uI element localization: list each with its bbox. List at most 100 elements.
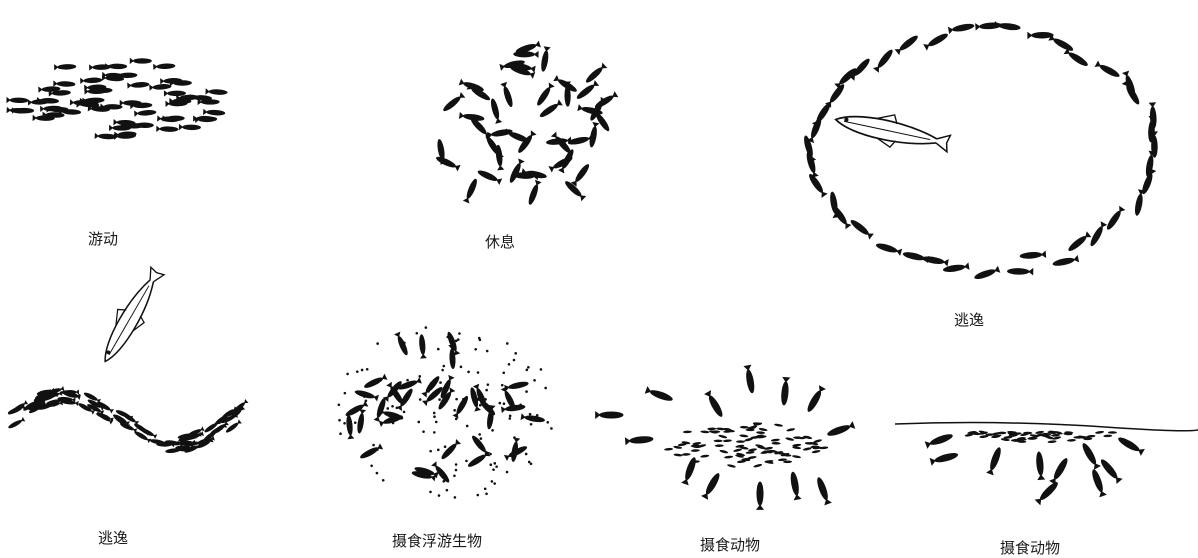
fish-silhouette — [6, 97, 28, 104]
plankton-dot — [506, 342, 509, 345]
prey-fish — [758, 427, 767, 431]
prey-fish — [1067, 439, 1076, 442]
prey-fish — [774, 423, 783, 427]
plankton-dot — [458, 410, 461, 413]
fish-silhouette — [504, 380, 529, 392]
fish-silhouette — [435, 154, 461, 171]
fish-silhouette — [588, 122, 600, 148]
attacking-fish — [1090, 468, 1107, 497]
fish-silhouette — [1066, 231, 1091, 253]
prey-fish — [716, 427, 725, 430]
fish-silhouette — [521, 413, 546, 424]
attacking-fish — [1116, 435, 1145, 456]
fish-silhouette — [834, 66, 858, 89]
attacking-fish — [595, 411, 623, 419]
fish-silhouette — [873, 48, 895, 73]
prey-fish — [756, 431, 765, 434]
prey-fish — [707, 427, 716, 430]
plankton-dot — [519, 403, 522, 406]
prey-fish — [719, 449, 728, 454]
prey-fish — [700, 430, 709, 433]
panel-feeding-animals-surface — [895, 423, 1198, 506]
plankton-dot — [484, 398, 487, 401]
prey-fish — [714, 440, 723, 443]
attacking-fish — [1098, 457, 1122, 484]
prey-fish — [783, 460, 792, 463]
plankton-dot — [478, 445, 481, 448]
fish-silhouette — [96, 410, 114, 424]
predator-fish — [832, 103, 952, 159]
plankton-dot — [492, 468, 495, 471]
prey-fish — [740, 426, 749, 429]
caption-resting: 休息 — [485, 231, 515, 252]
attacking-fish — [704, 390, 725, 419]
attacking-fish — [701, 471, 722, 500]
attacking-fish — [681, 456, 698, 485]
plankton-dot — [474, 348, 477, 351]
fish-silhouette — [1019, 250, 1046, 259]
attacking-fish — [756, 482, 764, 510]
prey-fish — [723, 439, 732, 442]
plankton-dot — [363, 395, 366, 398]
fish-silhouette — [354, 388, 379, 401]
plankton-dot — [391, 405, 394, 408]
attacking-fish — [1035, 480, 1061, 506]
plankton-dot — [454, 496, 457, 499]
plankton-dot — [430, 382, 433, 385]
fish-silhouette — [948, 22, 975, 34]
fish-silhouette — [53, 80, 75, 87]
plankton-dot — [370, 464, 373, 467]
water-surface-line — [895, 423, 1198, 431]
plankton-dot — [511, 404, 514, 407]
fish-silhouette — [54, 63, 76, 70]
plankton-dot — [526, 369, 529, 372]
fish-silhouette — [466, 450, 490, 469]
fish-silhouette — [539, 46, 550, 72]
fish-silhouette — [363, 374, 388, 391]
plankton-dot — [356, 370, 359, 373]
prey-fish — [691, 449, 700, 452]
fish-silhouette — [1052, 255, 1079, 268]
fish-silhouette — [7, 417, 25, 430]
prey-fish — [736, 440, 745, 443]
plankton-dot — [550, 427, 553, 430]
plankton-dot — [503, 402, 506, 405]
prey-fish — [1095, 430, 1104, 434]
plankton-dot — [480, 437, 483, 440]
fish-silhouette — [452, 394, 470, 418]
plankton-dot — [484, 487, 487, 490]
plankton-dot — [365, 400, 368, 403]
fish-silhouette — [825, 82, 847, 108]
plankton-dot — [447, 336, 450, 339]
plankton-dot — [422, 430, 425, 433]
prey-fish — [727, 464, 736, 469]
prey-fish — [811, 450, 820, 454]
caption-escape-wave: 逃逸 — [98, 527, 128, 548]
fish-silhouette — [463, 177, 480, 203]
prey-fish — [683, 430, 692, 433]
plankton-dot — [441, 369, 444, 372]
plankton-dot — [425, 326, 428, 329]
plankton-dot — [485, 492, 488, 495]
plankton-dot — [443, 365, 446, 368]
attacking-fish — [815, 476, 832, 505]
prey-fish — [718, 434, 727, 439]
fish-silhouette — [127, 81, 149, 89]
prey-fish — [1108, 431, 1117, 434]
attacking-fish — [930, 451, 959, 466]
plankton-dot — [366, 368, 369, 371]
fish-silhouette — [849, 217, 874, 239]
predator-fish — [92, 263, 170, 368]
plankton-dot — [546, 421, 549, 424]
plankton-dot — [533, 379, 536, 382]
fish-silhouette — [500, 82, 515, 108]
fish-silhouette — [345, 414, 354, 439]
panel-feeding-animals — [595, 365, 855, 510]
caption-feeding-animals: 摄食动物 — [700, 534, 760, 555]
plankton-dot — [429, 491, 432, 494]
fish-silhouette — [153, 63, 175, 70]
fish-silhouette — [1048, 34, 1075, 53]
plankton-dot — [453, 474, 456, 477]
